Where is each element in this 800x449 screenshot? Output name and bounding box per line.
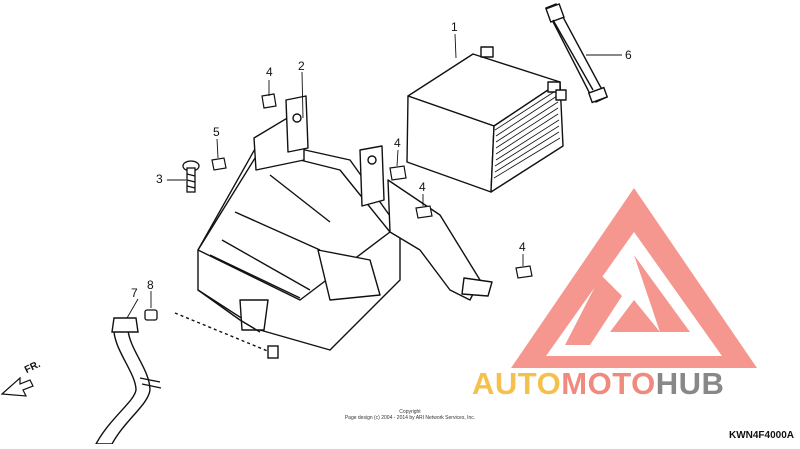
watermark-hub: HUB [655,366,725,401]
watermark-auto: AUTO [472,366,562,401]
callout-5: 5 [213,125,220,139]
battery-part [406,46,567,193]
tube-clip [144,309,158,321]
callout-3: 3 [156,172,163,186]
copyright-line-2: Page design (c) 2004 - 2014 by ARI Netwo… [344,415,476,421]
callout-4a: 4 [266,65,273,79]
callout-4c: 4 [419,180,426,194]
callout-4b: 4 [394,136,401,150]
front-direction-arrow [0,376,34,397]
callout-labels: 1 2 3 4 4 4 4 5 6 7 8 [131,20,632,300]
battery-band [545,3,609,104]
callout-2: 2 [298,59,305,73]
watermark-logo [511,188,757,368]
watermark-moto: MOTO [561,366,656,401]
copyright-notice: Copyright Page design (c) 2004 - 2014 by… [300,409,520,421]
watermark-text: AUTOMOTOHUB [472,366,800,402]
diagram-code: KWN4F4000A [728,430,794,441]
callout-7: 7 [131,286,138,300]
battery-case [197,95,493,351]
bolt-part [182,160,200,193]
copyright-line-1: Copyright [399,409,421,415]
leader-lines [126,33,622,319]
callout-6: 6 [625,48,632,62]
callout-1: 1 [451,20,458,34]
clip-nuts [211,93,533,279]
callout-4d: 4 [519,240,526,254]
breather-tube [94,312,279,445]
callout-8: 8 [147,278,154,292]
